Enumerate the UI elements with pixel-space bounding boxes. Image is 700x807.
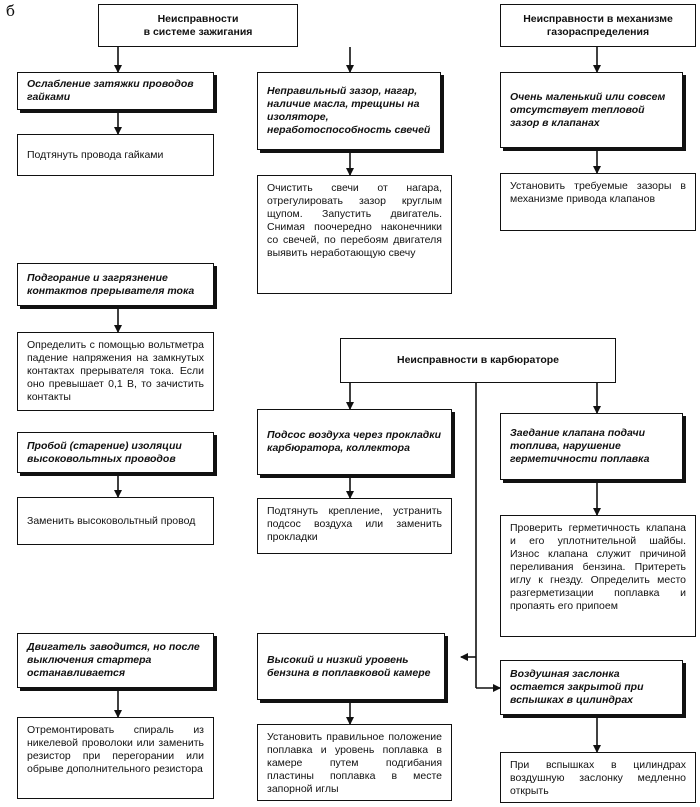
- ignition-fault-5: Двигатель заводится, но после выключения…: [17, 633, 214, 688]
- ignition-fault-2: Неправильный зазор, нагар, наличие масла…: [257, 72, 441, 150]
- carburetor-fix-2: Проверить герметичность клапана и его уп…: [500, 515, 696, 637]
- carburetor-fault-2: Заедание клапана подачи топлива, нарушен…: [500, 413, 683, 480]
- ignition-fault-1: Ослабление затяжки проводов гайками: [17, 72, 214, 110]
- carburetor-fault-4: Воздушная заслонка остается закрытой при…: [500, 660, 683, 715]
- ignition-fix-4: Заменить высоковольтный провод: [17, 497, 214, 545]
- valve-train-fault-1: Очень маленький или совсем отсутствует т…: [500, 72, 683, 148]
- ignition-fault-3: Подгорание и загрязнение контактов преры…: [17, 263, 214, 306]
- ignition-fix-3: Определить с помощью вольтметра падение …: [17, 332, 214, 411]
- figure-tag: б: [6, 2, 16, 20]
- ignition-header: Неисправности в системе зажигания: [98, 4, 298, 47]
- valve-train-fix-1: Установить требуемые зазоры в механизме …: [500, 173, 696, 231]
- carburetor-fault-1: Подсос воздуха через прокладки карбюрато…: [257, 409, 452, 475]
- ignition-fault-4: Пробой (старение) изоляции высоковольтны…: [17, 432, 214, 473]
- ignition-fix-1: Подтянуть провода гайками: [17, 134, 214, 176]
- ignition-fix-5: Отремонтировать спираль из никелевой про…: [17, 717, 214, 799]
- carburetor-fix-4: При вспышках в цилиндрах воздушную засло…: [500, 752, 696, 803]
- carburetor-fix-3: Установить правильное положение поплавка…: [257, 724, 452, 801]
- carburetor-header: Неисправности в карбюраторе: [340, 338, 616, 383]
- valve-train-header: Неисправности в механизме газораспределе…: [500, 4, 696, 47]
- carburetor-fault-3: Высокий и низкий уровень бензина в попла…: [257, 633, 445, 700]
- carburetor-fix-1: Подтянуть крепление, устранить подсос во…: [257, 498, 452, 554]
- ignition-fix-2: Очистить свечи от нагара, отрегулировать…: [257, 175, 452, 294]
